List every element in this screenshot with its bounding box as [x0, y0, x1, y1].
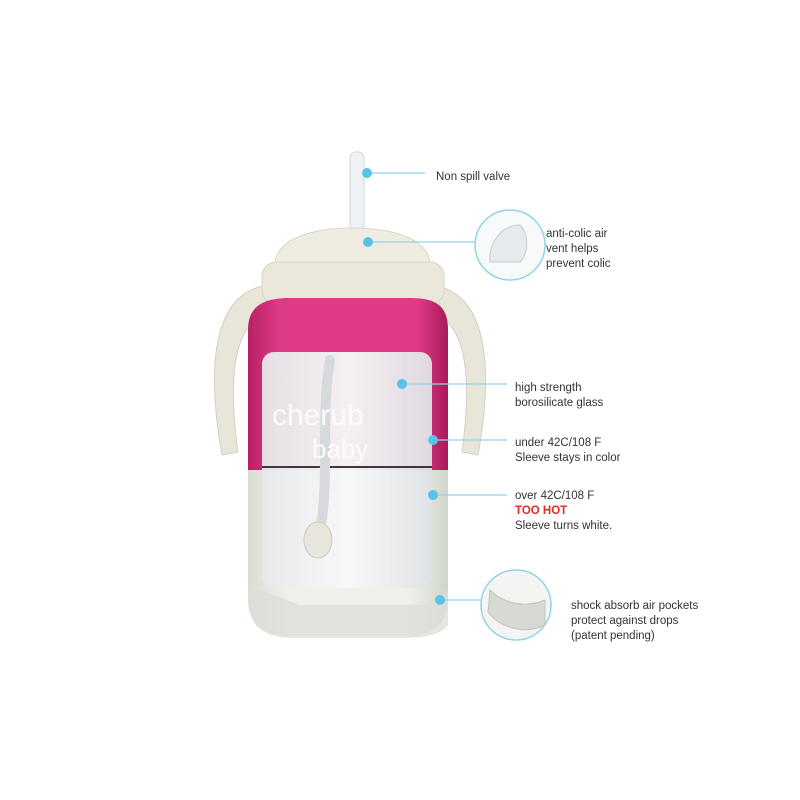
cap-collar [261, 261, 445, 305]
right-handle [427, 284, 486, 456]
label-line: shock absorb air pockets [571, 600, 699, 612]
label-glass: high strength borosilicate glass [515, 381, 603, 411]
label-line: Sleeve stays in color [515, 452, 621, 464]
label-line: protect against drops [571, 615, 679, 627]
label-line: (patent pending) [571, 630, 655, 642]
valve-weight [303, 521, 333, 559]
label-line: anti-colic air [546, 228, 608, 240]
label-line: under 42C/108 F [515, 437, 602, 449]
inner-straw [315, 355, 335, 535]
left-handle [214, 284, 273, 456]
label-non-spill-valve: Non spill valve [436, 171, 511, 183]
label-line: prevent colic [546, 258, 611, 270]
label-shock-absorb: shock absorb air pockets protect against… [571, 599, 698, 644]
label-line: over 42C/108 F [515, 490, 595, 502]
bumper-foot [248, 585, 448, 638]
shock-detail-icon [487, 588, 546, 631]
cap [274, 227, 431, 266]
logo-cherub: cherub [272, 399, 364, 432]
logo-baby: baby [312, 434, 368, 464]
label-over-temp: over 42C/108 F TOO HOT Sleeve turns whit… [515, 489, 612, 534]
label-under-temp: under 42C/108 F Sleeve stays in color [515, 436, 620, 466]
callout-dots [362, 168, 445, 605]
label-anti-colic: anti-colic air vent helps prevent colic [546, 227, 611, 272]
too-hot-warning: TOO HOT [515, 505, 568, 517]
label-line: borosilicate glass [515, 397, 604, 409]
label-line: Sleeve turns white. [515, 520, 613, 532]
glass-window [262, 352, 432, 588]
callout-lines [367, 172, 507, 601]
vent-detail-icon [489, 224, 528, 263]
label-line: high strength [515, 382, 582, 394]
label-line: vent helps [546, 243, 599, 255]
